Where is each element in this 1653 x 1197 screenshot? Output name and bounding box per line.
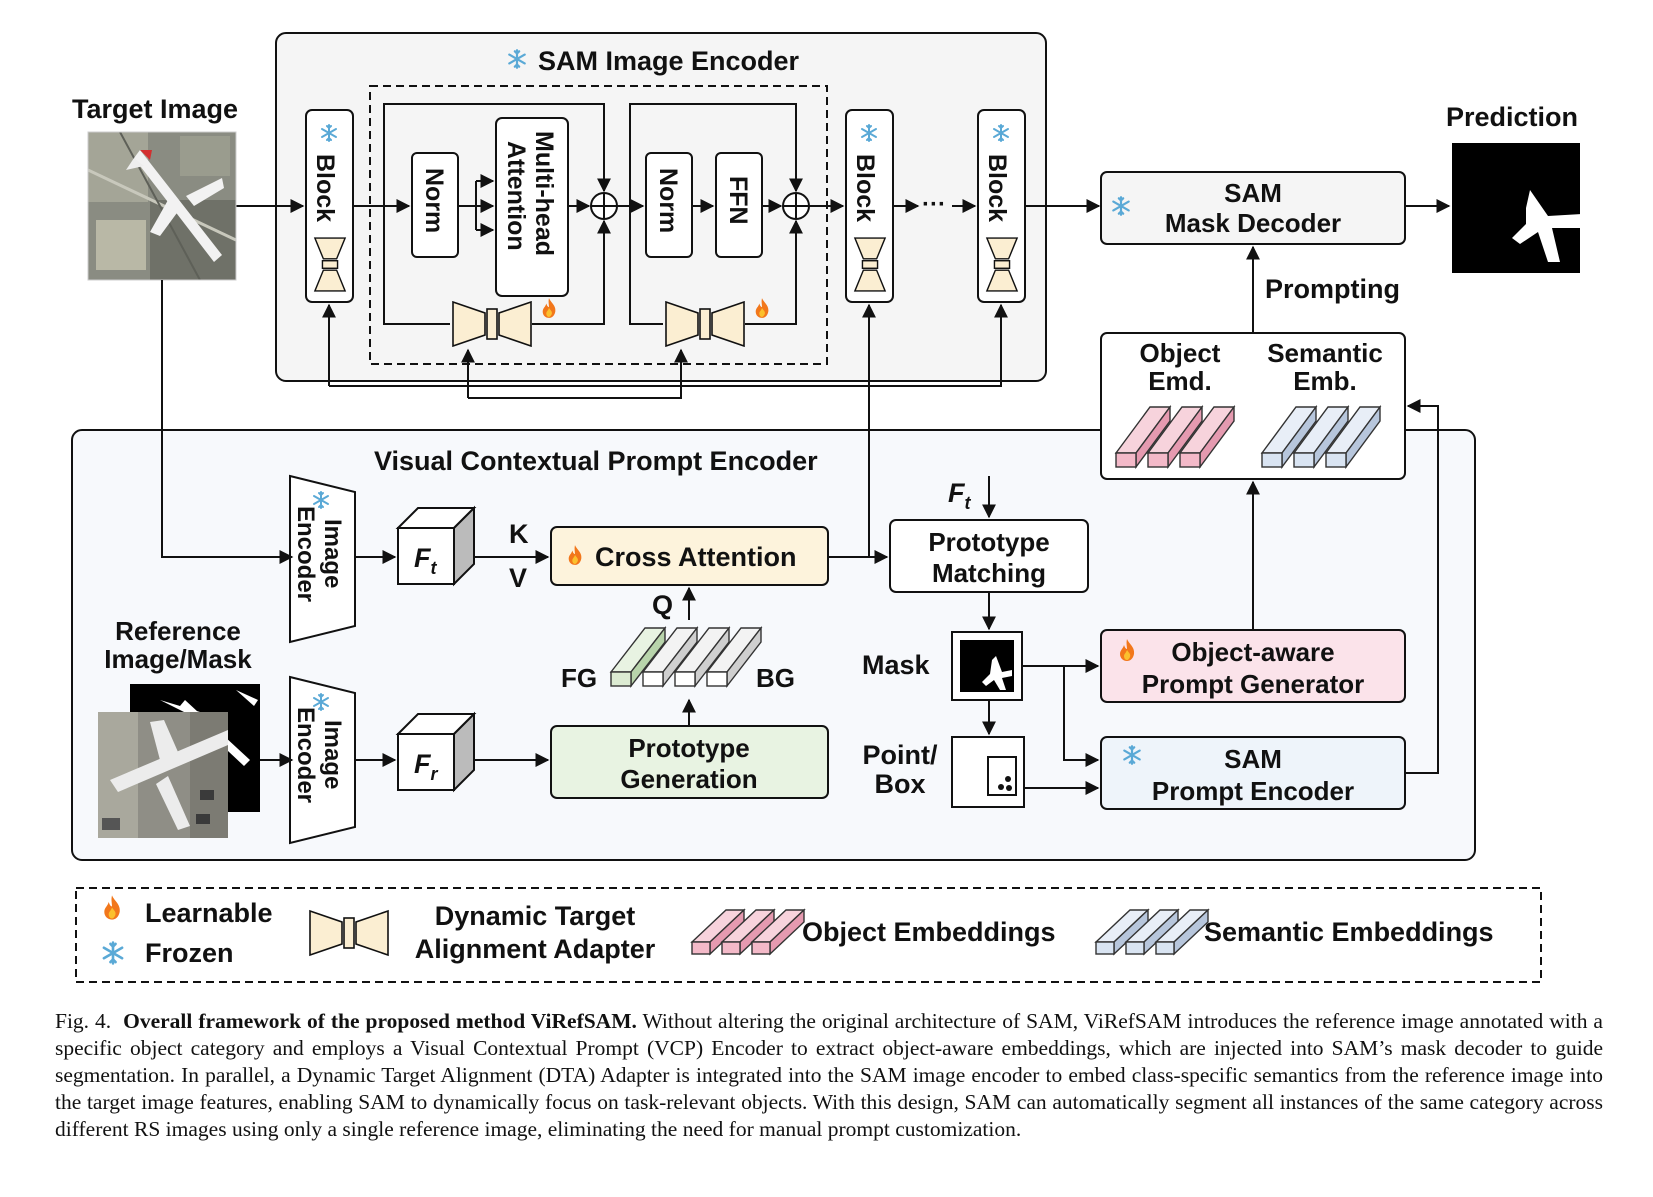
transformer-block-dashed (369, 85, 828, 365)
residual-add-1 (590, 192, 618, 220)
ref-encoder-line2: Encoder (292, 707, 319, 803)
ft-feature-cube (395, 505, 477, 587)
fr-cube-label: Fr (414, 749, 439, 784)
caption-fig-number: Fig. 4. (55, 1009, 112, 1033)
block-n-label: Block (983, 154, 1011, 222)
framework-diagram: SAM Image Encoder Block Block Block Norm… (71, 32, 1582, 983)
legend-adapter-icon (309, 910, 389, 956)
reference-title-line2: Image/Mask (104, 644, 252, 674)
reference-image (98, 712, 228, 838)
legend-dta-line1: Dynamic Target (435, 901, 636, 931)
prediction-title: Prediction (1446, 102, 1578, 132)
pointbox-label-line1: Point/ (863, 740, 938, 770)
reference-title-line1: Reference (115, 616, 241, 646)
oapg-line1: Object-aware (1171, 637, 1334, 667)
spe-line1: SAM (1224, 744, 1282, 774)
legend-object-embeddings: Object Embeddings (802, 917, 1056, 947)
sam-image-encoder-title: SAM Image Encoder (538, 46, 800, 76)
ref-encoder-line1: Image (319, 720, 346, 789)
pointbox-thumbnail (987, 756, 1017, 796)
object-embedding-tokens (1114, 404, 1236, 470)
vcp-encoder-title: Visual Contextual Prompt Encoder (374, 446, 818, 476)
object-emb-label-line1: Object (1140, 338, 1221, 368)
dta-adapter-2 (665, 301, 745, 347)
ft-cube-label: Ft (414, 543, 438, 578)
block-2-label: Block (851, 154, 879, 222)
legend-object-embedding-icon (690, 908, 806, 956)
mask-label: Mask (862, 650, 931, 680)
semantic-emb-label-line2: Emb. (1293, 366, 1357, 396)
fg-label: FG (561, 663, 597, 693)
sam-mask-decoder-box (1100, 171, 1406, 245)
norm-2-label: Norm (654, 168, 682, 233)
target-image-encoder (289, 474, 356, 644)
encoder-ellipsis: ··· (922, 191, 946, 218)
legend-learnable: Learnable (145, 898, 273, 928)
prediction-mask (1452, 143, 1582, 273)
target-encoder-line2: Encoder (292, 506, 319, 602)
residual-add-2 (782, 192, 810, 220)
ft-input-label: Ft (948, 478, 972, 513)
prototype-matching-line2: Matching (932, 558, 1046, 588)
spe-line2: Prompt Encoder (1152, 776, 1354, 806)
mha-label-line2: Attention (502, 141, 530, 251)
bg-label: BG (756, 663, 795, 693)
reference-image-encoder (289, 675, 356, 845)
semantic-emb-label-line1: Semantic (1267, 338, 1383, 368)
ffn-label: FFN (724, 176, 752, 225)
legend-frozen: Frozen (145, 938, 234, 968)
dta-adapter-1 (452, 301, 532, 347)
prototype-tokens (609, 625, 763, 689)
legend-semantic-embedding-icon (1094, 908, 1210, 956)
legend-dta-line2: Alignment Adapter (415, 934, 656, 964)
prototype-generation-line2: Generation (620, 764, 757, 794)
semantic-embedding-tokens (1260, 404, 1382, 470)
pointbox-label-line2: Box (874, 769, 925, 799)
q-label: Q (652, 590, 673, 620)
cross-attention-label: Cross Attention (595, 542, 797, 572)
caption-bold-title: Overall framework of the proposed method… (123, 1009, 637, 1033)
target-image-title: Target Image (72, 94, 238, 124)
target-image-thumbnail (88, 132, 236, 280)
object-emb-label-line2: Emd. (1148, 366, 1212, 396)
prototype-generation-line1: Prototype (628, 733, 749, 763)
legend-semantic-embeddings: Semantic Embeddings (1204, 917, 1494, 947)
prompting-label: Prompting (1265, 274, 1400, 304)
mha-label-line1: Multi-head (530, 131, 558, 256)
block-1-label: Block (311, 154, 339, 222)
k-label: K (509, 519, 529, 549)
oapg-line2: Prompt Generator (1142, 669, 1365, 699)
mask-decoder-line2: Mask Decoder (1165, 208, 1341, 238)
mask-thumbnail (960, 640, 1014, 692)
fr-feature-cube (395, 711, 477, 793)
figure-caption: Fig. 4. Overall framework of the propose… (55, 1008, 1603, 1143)
prototype-matching-line1: Prototype (928, 527, 1049, 557)
mask-decoder-line1: SAM (1224, 178, 1282, 208)
target-encoder-line1: Image (319, 519, 346, 588)
norm-1-label: Norm (420, 168, 448, 233)
caption-body: Without altering the original architectu… (55, 1009, 1603, 1141)
v-label: V (509, 563, 527, 593)
